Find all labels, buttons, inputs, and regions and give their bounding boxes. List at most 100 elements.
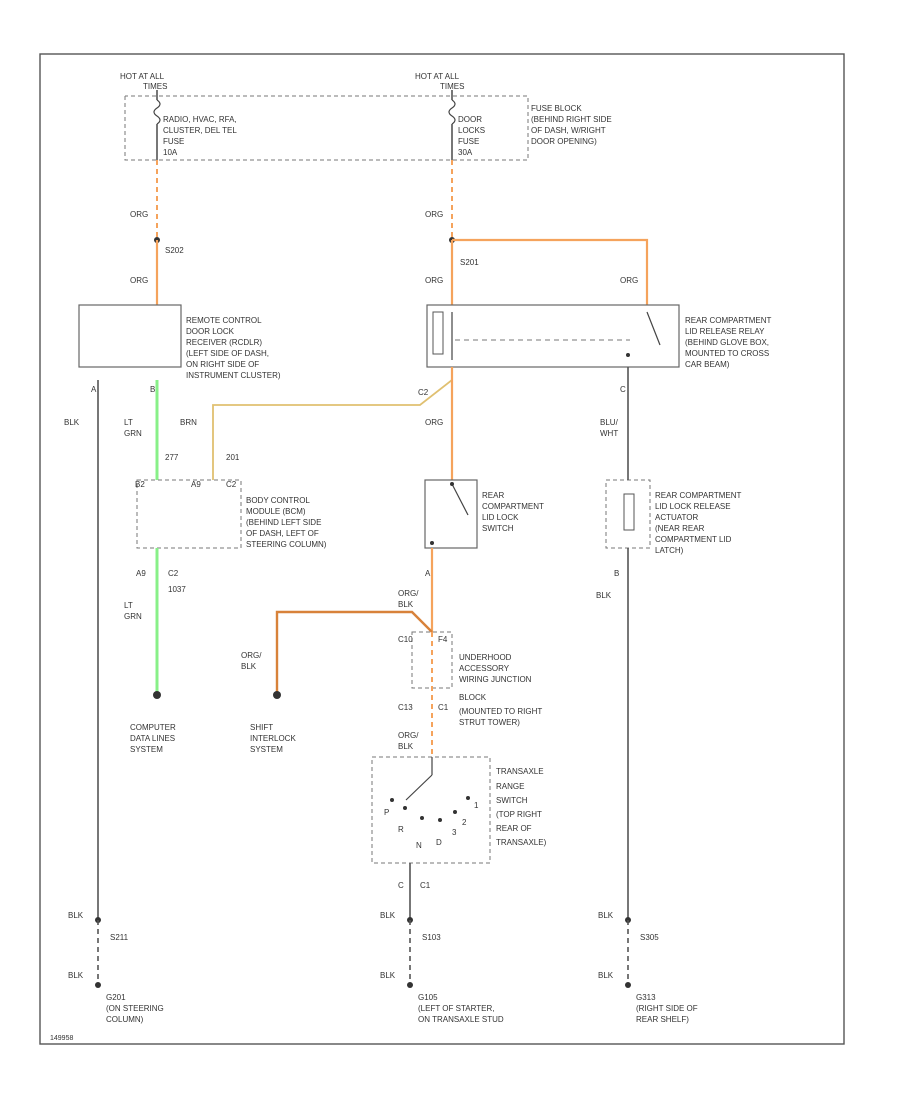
org-wire-to-relay-coil	[452, 238, 649, 305]
pin-a4: A	[425, 569, 431, 578]
pin-277: 277	[165, 453, 179, 462]
fuse1-line-4: 10A	[163, 148, 178, 157]
trans-contact-p	[390, 798, 394, 802]
pin-c: C	[620, 385, 626, 394]
fuse1-line-3: FUSE	[163, 137, 184, 146]
wire-label-blk-a: BLK	[64, 418, 80, 427]
pin-c-trans: C	[398, 881, 404, 890]
splice-label-s201: S201	[460, 258, 479, 267]
trans-pos-1: 1	[474, 801, 479, 810]
g2-line-1: G105	[418, 993, 438, 1002]
org-blk-wire-shift	[275, 610, 433, 695]
pin-b-act: B	[614, 569, 619, 578]
bcm-line-1: BODY CONTROL	[246, 496, 310, 505]
actuator-line-6: LATCH)	[655, 546, 684, 555]
wire-label-org2c: ORG	[620, 276, 638, 285]
splice-label-s305: S305	[640, 933, 659, 942]
diagram-frame	[39, 53, 845, 1045]
g2-line-2: (LEFT OF STARTER,	[418, 1004, 494, 1013]
trans-contact-3	[453, 810, 457, 814]
wire-label-blk3b: BLK	[598, 971, 614, 980]
splice-label-s202: S202	[165, 246, 184, 255]
g1-line-2: (ON STEERING	[106, 1004, 164, 1013]
lid-lock-switch-pivot	[450, 482, 454, 486]
relay-line-3: (BEHIND GLOVE BOX,	[685, 338, 769, 347]
switch-line-1: REAR	[482, 491, 504, 500]
wire-label-org2: ORG	[425, 210, 443, 219]
lid-lock-switch-terminal	[430, 541, 434, 545]
wire-label-orgblk-2: BLK	[398, 600, 414, 609]
fuse2-line-2: LOCKS	[458, 126, 485, 135]
fuse2-line-3: FUSE	[458, 137, 479, 146]
wire-label-orgblk2-2: BLK	[241, 662, 257, 671]
relay-line-1: REAR COMPARTMENT	[685, 316, 771, 325]
trans-contact-r	[403, 806, 407, 810]
g3-line-1: G313	[636, 993, 656, 1002]
remote-line-4: (LEFT SIDE OF DASH,	[186, 349, 269, 358]
pin-1037: 1037	[168, 585, 186, 594]
remote-control-receiver-box	[78, 304, 182, 368]
remote-line-2: DOOR LOCK	[186, 327, 235, 336]
wire-label-orgblk3-1: ORG/	[398, 731, 419, 740]
bcm-box	[136, 479, 242, 549]
actuator-line-4: (NEAR REAR	[655, 524, 705, 533]
g1-line-3: COLUMN)	[106, 1015, 144, 1024]
switch-line-3: LID LOCK	[482, 513, 519, 522]
bcm-line-3: (BEHIND LEFT SIDE	[246, 518, 321, 527]
actuator-line-2: LID LOCK RELEASE	[655, 502, 731, 511]
shift-line-1: SHIFT	[250, 723, 273, 732]
pin-c2b: C2	[226, 480, 237, 489]
g1-line-1: G201	[106, 993, 126, 1002]
wire-label-ltgrn-2: GRN	[124, 429, 142, 438]
remote-line-6: INSTRUMENT CLUSTER)	[186, 371, 281, 380]
wire-label-org3: ORG	[425, 418, 443, 427]
wire-label-brn: BRN	[180, 418, 197, 427]
trans-line-6: TRANSAXLE)	[496, 838, 547, 847]
splice-label-s103: S103	[422, 933, 441, 942]
lid-release-relay-box	[426, 304, 680, 368]
pin-a: A	[91, 385, 97, 394]
shift-line-3: SYSTEM	[250, 745, 283, 754]
ground-g201	[95, 982, 101, 988]
fuse1-icon	[153, 99, 161, 125]
relay-line-5: CAR BEAM)	[685, 360, 730, 369]
computer-line-3: SYSTEM	[130, 745, 163, 754]
relay-terminal	[626, 353, 630, 357]
computer-line-1: COMPUTER	[130, 723, 176, 732]
trans-pos-n: N	[416, 841, 422, 850]
remote-line-3: RECEIVER (RCDLR)	[186, 338, 262, 347]
wire-label-bluwht-2: WHT	[600, 429, 618, 438]
pin-c10: C10	[398, 635, 413, 644]
hot-label-1b: TIMES	[143, 82, 167, 91]
relay-switch	[646, 311, 661, 346]
remote-line-5: ON RIGHT SIDE OF	[186, 360, 259, 369]
junction-line-6: STRUT TOWER)	[459, 718, 520, 727]
wire-label-blk1b: BLK	[68, 971, 84, 980]
junction-line-2: ACCESSORY	[459, 664, 510, 673]
shift-line-2: INTERLOCK	[250, 734, 296, 743]
pin-a9: A9	[191, 480, 201, 489]
lid-release-actuator-box	[605, 479, 651, 549]
wire-label-orgblk2-1: ORG/	[241, 651, 262, 660]
wire-label-ltgrn-1: LT	[124, 418, 133, 427]
wire-label-orgblk3-2: BLK	[398, 742, 414, 751]
actuator-solenoid-icon	[623, 493, 635, 531]
wire-label-blk2: BLK	[380, 911, 396, 920]
trans-contact-d	[438, 818, 442, 822]
trans-line-3: SWITCH	[496, 796, 528, 805]
wire-label-orgblk-1: ORG/	[398, 589, 419, 598]
trans-contact-1	[466, 796, 470, 800]
fuse1-line-1: RADIO, HVAC, RFA,	[163, 115, 237, 124]
trans-pos-3: 3	[452, 828, 457, 837]
wire-label-org2b: ORG	[425, 276, 443, 285]
fuse2-icon	[448, 99, 456, 125]
pin-c13: C13	[398, 703, 413, 712]
fuse-block-loc-4: DOOR OPENING)	[531, 137, 597, 146]
junction-line-1: UNDERHOOD	[459, 653, 512, 662]
pin-c2: C2	[418, 388, 429, 397]
actuator-line-3: ACTUATOR	[655, 513, 698, 522]
ground-g313	[625, 982, 631, 988]
lid-lock-switch-contact	[451, 483, 469, 516]
figure-id: 149958	[50, 1035, 73, 1042]
pin-a9b: A9	[136, 569, 146, 578]
